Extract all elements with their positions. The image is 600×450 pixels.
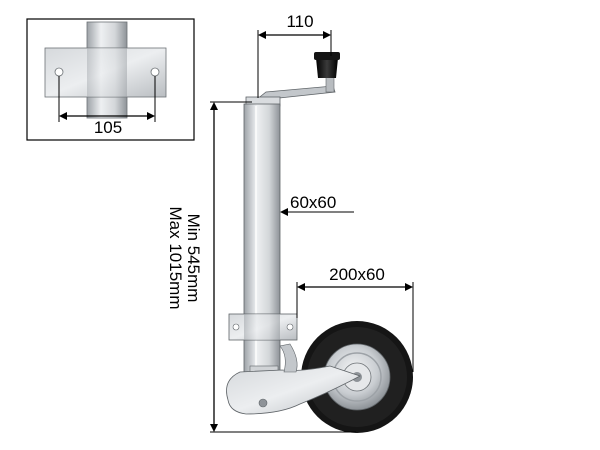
dimension-crank-offset: 110 xyxy=(257,12,332,98)
inset-bolt-hole-right xyxy=(150,67,160,77)
wheel-size-label: 200x60 xyxy=(329,265,385,284)
clamp-hole-left xyxy=(232,323,240,331)
dimension-overall-height: Min 545mm Max 1015mm xyxy=(166,101,356,433)
inset-arrow-right xyxy=(147,112,155,120)
fork-pivot-bolt xyxy=(258,398,268,408)
mounting-plate-inset: 105 xyxy=(26,18,195,141)
crank-offset-label: 110 xyxy=(286,12,313,31)
inset-arrow-left xyxy=(59,112,67,120)
clamp-hole-right xyxy=(286,323,294,331)
tube-size-label: 60x60 xyxy=(290,193,336,212)
inset-bolt-hole-left xyxy=(54,67,64,77)
height-max-label: Max 1015mm xyxy=(166,207,185,310)
height-min-label: Min 545mm xyxy=(184,214,203,303)
dimension-wheel-size: 200x60 xyxy=(296,265,414,372)
inset-hole-spacing-label: 105 xyxy=(94,118,122,137)
crank-handle-icon xyxy=(316,58,338,78)
jockey-wheel xyxy=(226,52,413,433)
fork-spring xyxy=(279,343,298,373)
dimension-tube-size: 60x60 xyxy=(280,193,354,216)
